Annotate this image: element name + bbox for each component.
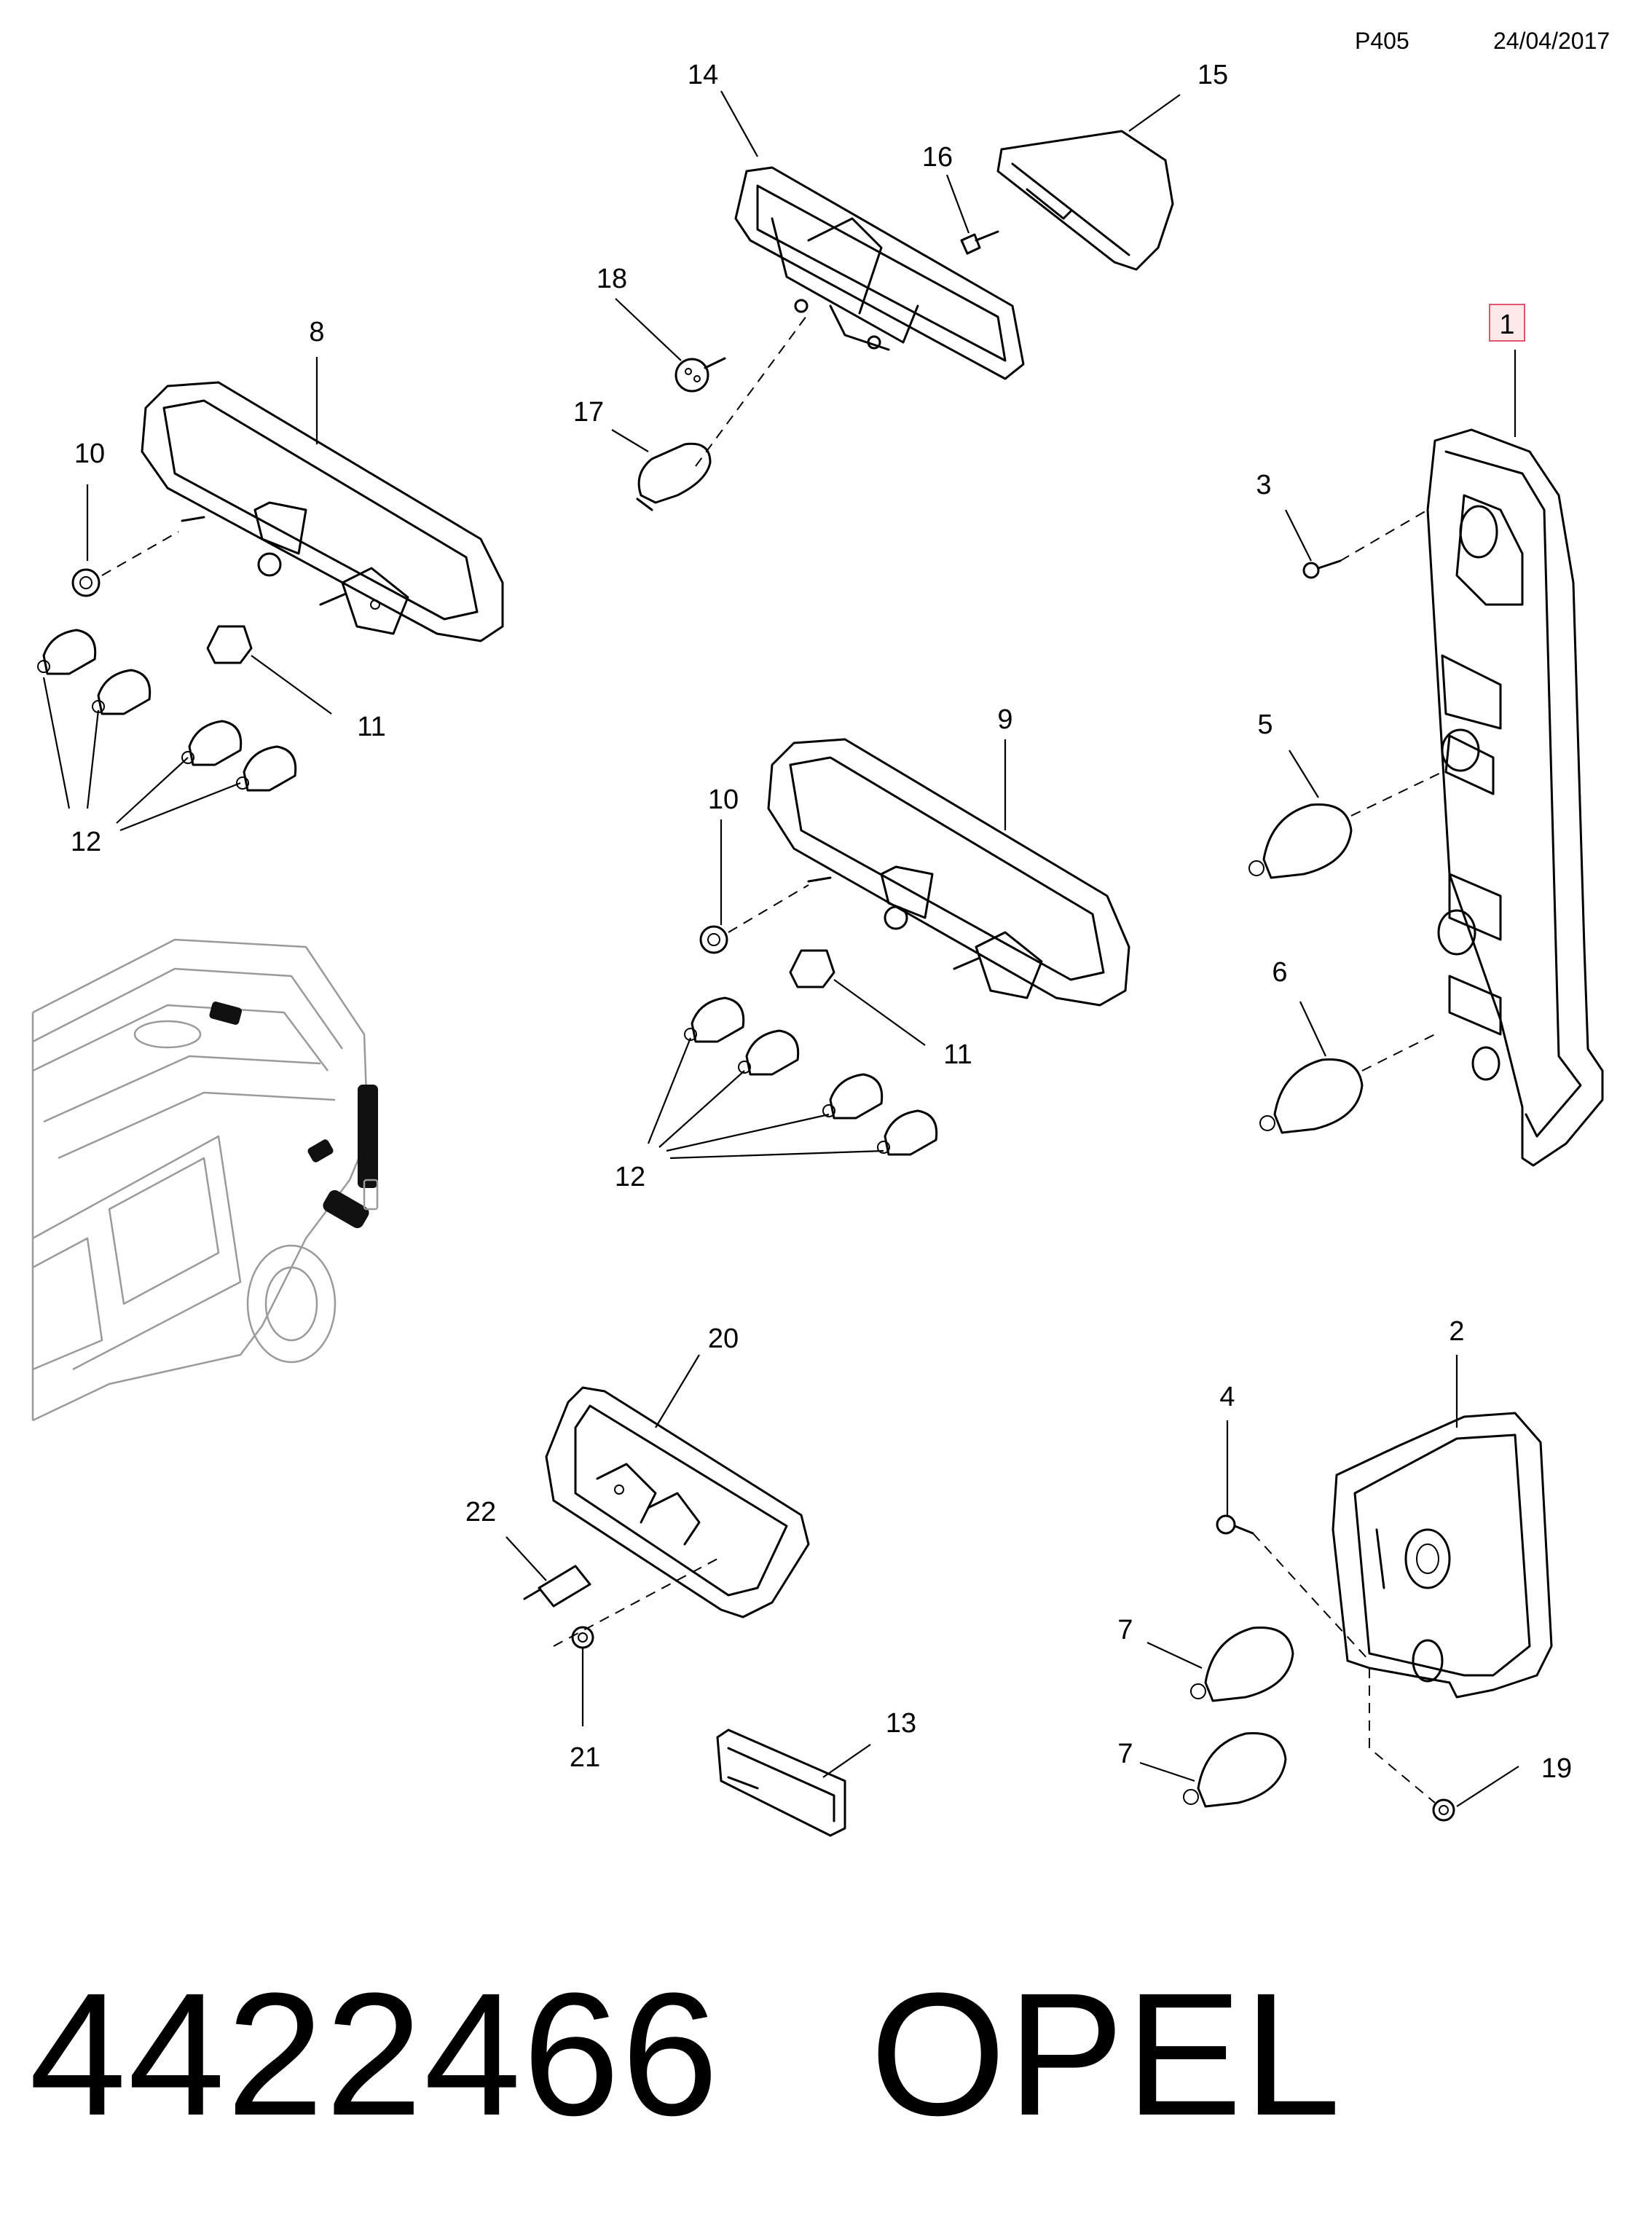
callout-12a: 12 <box>71 827 101 857</box>
part-17-bulb <box>636 442 712 511</box>
part-16-screw <box>960 230 999 255</box>
part-13-lens <box>716 1728 846 1837</box>
callout-6: 6 <box>1272 957 1287 988</box>
callout-20: 20 <box>708 1324 739 1354</box>
callout-14: 14 <box>688 60 718 90</box>
part-6-bulb <box>1259 1058 1364 1134</box>
callout-13: 13 <box>886 1708 916 1739</box>
part-21-nut <box>571 1626 594 1649</box>
callout-18: 18 <box>597 264 627 294</box>
part-20-housing <box>545 1386 810 1619</box>
part-4-screw <box>1216 1514 1254 1535</box>
callout-2: 2 <box>1449 1316 1464 1347</box>
callout-11a: 11 <box>357 712 385 742</box>
callout-21: 21 <box>570 1742 600 1773</box>
callout-11b: 11 <box>943 1039 972 1070</box>
part-3-screw <box>1302 559 1342 579</box>
part-18-socket <box>674 357 726 393</box>
callout-12b: 12 <box>615 1162 645 1192</box>
part-1-tall-lamp <box>1426 428 1604 1167</box>
part-22-bulb <box>523 1565 591 1608</box>
callout-19: 19 <box>1541 1753 1572 1784</box>
part-5-bulb <box>1248 803 1353 879</box>
part-10a-nut <box>71 568 101 597</box>
diagram-date: 24/04/2017 <box>1493 28 1610 54</box>
part-12b-bulbs <box>684 996 938 1156</box>
part-number: 4422466 <box>29 1956 720 2152</box>
part-15-lens <box>996 130 1174 271</box>
part-12a-bulbs <box>37 629 297 792</box>
part-11b-bulb <box>789 949 835 988</box>
part-8-lamp-housing <box>141 381 504 642</box>
footer-title: 4422466 OPEL <box>29 1967 1342 2141</box>
callout-16: 16 <box>922 142 953 173</box>
van-illustration <box>31 938 379 1422</box>
callout-17: 17 <box>573 397 604 428</box>
callout-10a: 10 <box>74 438 105 469</box>
part-11a-bulb <box>206 625 253 664</box>
callout-9: 9 <box>997 704 1012 735</box>
callout-1: 1 <box>1499 310 1514 340</box>
highlight-box-part-1 <box>1489 304 1525 342</box>
callout-15: 15 <box>1197 60 1228 90</box>
part-14-housing <box>734 166 1025 380</box>
callout-10b: 10 <box>708 784 739 815</box>
leader-lines <box>42 90 1519 1807</box>
callout-5: 5 <box>1257 709 1273 740</box>
callout-22: 22 <box>465 1497 496 1527</box>
part-7b-bulb <box>1183 1731 1287 1808</box>
part-19-nut <box>1432 1798 1455 1822</box>
page-code: P405 <box>1355 28 1409 54</box>
part-10b-nut <box>699 925 728 954</box>
callout-7a: 7 <box>1117 1615 1133 1645</box>
callout-4: 4 <box>1219 1382 1235 1412</box>
callout-8: 8 <box>309 317 324 347</box>
part-2-lamp-housing <box>1332 1412 1553 1699</box>
callout-3: 3 <box>1256 470 1271 500</box>
callout-7b: 7 <box>1117 1739 1133 1769</box>
brand-name: OPEL <box>870 1956 1342 2152</box>
part-9-lamp-housing <box>767 738 1130 1007</box>
part-7a-bulb <box>1190 1626 1294 1702</box>
